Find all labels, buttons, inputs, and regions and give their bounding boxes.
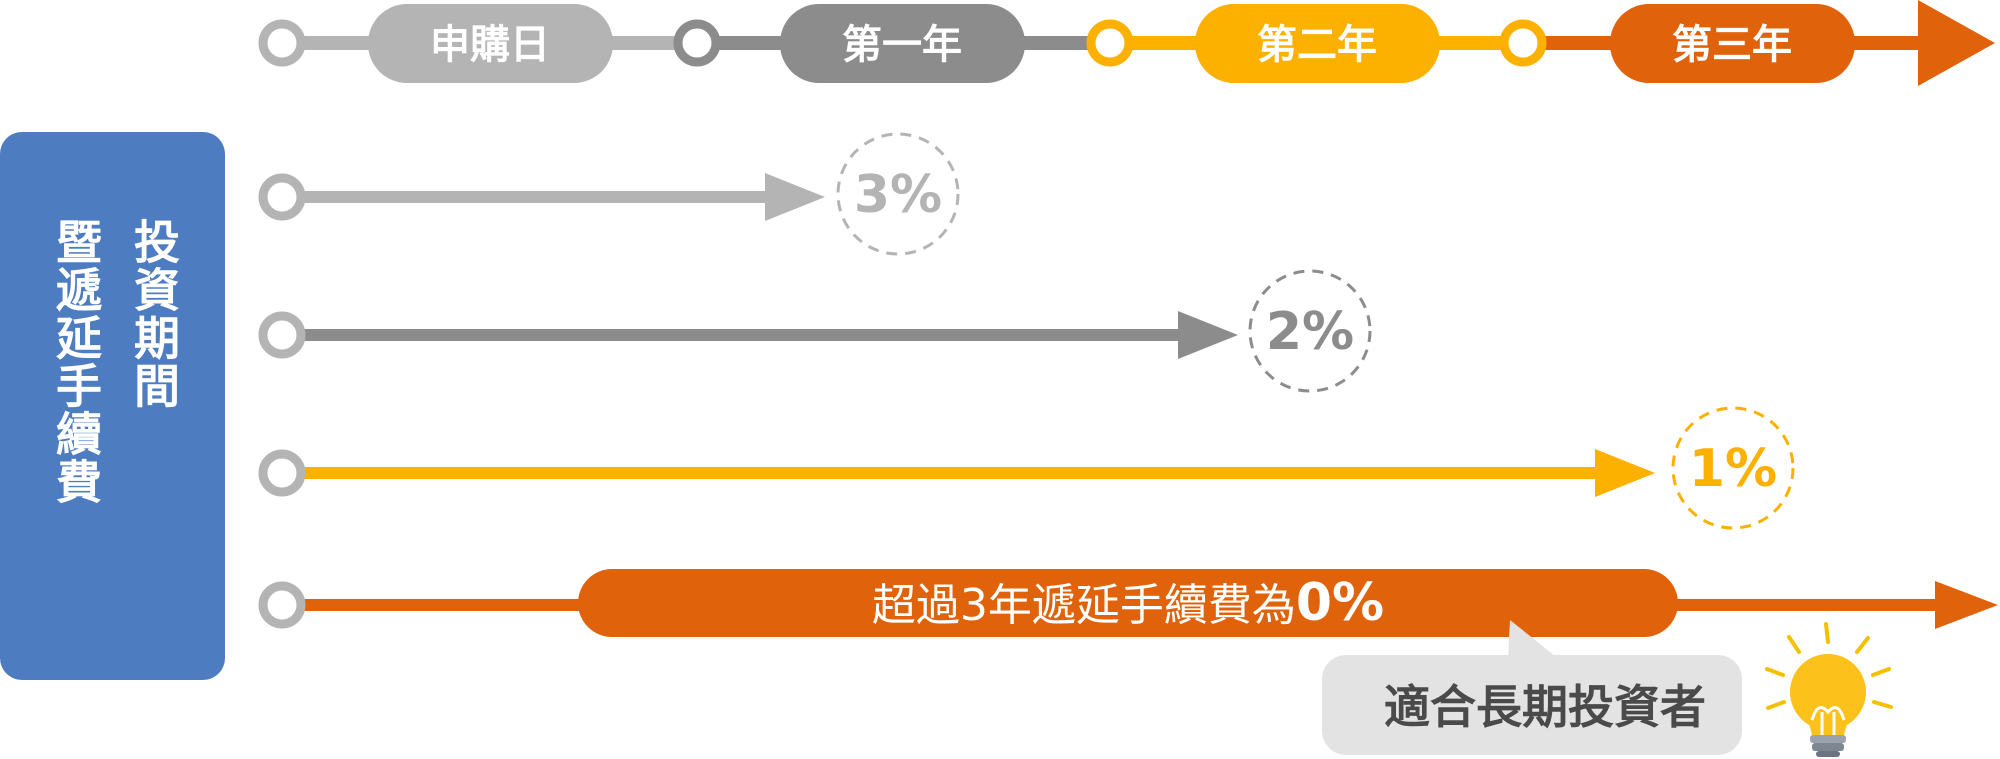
final-banner-prefix: 超過3年遞延手續費為 [872,580,1296,631]
callout-bubble: 適合長期投資者 [1322,620,1742,755]
stage-label-1: 第一年 [842,22,962,68]
timeline-node-3 [1499,19,1547,67]
timeline: 申購日 第一年 第二年 第三年 [258,0,1995,86]
callout-text: 適合長期投資者 [1384,680,1706,734]
fee-circle-3 [1671,406,1795,530]
side-panel: 投資期間 暨遞延手續費 [0,132,225,680]
side-label-line2: 暨遞延手續費 [49,218,103,506]
stage-label-0: 申購日 [430,22,550,68]
final-banner-text: 超過3年遞延手續費為0% [872,573,1384,633]
fee-arrowhead-4 [1935,581,1998,629]
stage-pill-1 [780,4,1025,83]
fee-value-2: 2% [1266,302,1354,362]
fee-value-1: 3% [854,165,942,225]
stage-label-2: 第二年 [1257,22,1377,68]
fee-value-3: 1% [1689,439,1777,499]
stage-pill-3 [1610,4,1855,83]
fee-arrowhead-3 [1595,449,1655,497]
fee-start-node-2 [258,311,306,359]
fee-row-2: 2% [258,269,1372,393]
stage-pill-0 [368,4,613,83]
fee-start-node-3 [258,449,306,497]
fee-row-3: 1% [258,406,1795,530]
callout-pointer [1508,620,1560,660]
fee-circle-1 [836,132,960,256]
stage-label-3: 第三年 [1672,22,1792,68]
final-banner [578,569,1678,637]
callout-box [1322,655,1742,755]
timeline-node-0 [258,19,306,67]
side-label-line1: 投資期間 [127,218,181,410]
fee-start-node-1 [258,173,306,221]
lightbulb-icon [1765,622,1893,757]
fee-row-4: 超過3年遞延手續費為0% [258,569,1998,637]
final-banner-value: 0% [1296,573,1384,633]
timeline-arrowhead [1918,0,1995,86]
fee-start-node-4 [258,581,306,629]
fee-arrowhead-1 [765,173,825,221]
fee-circle-2 [1248,269,1372,393]
timeline-node-1 [673,19,721,67]
fee-arrowhead-2 [1178,311,1238,359]
stage-pill-2 [1195,4,1440,83]
timeline-node-2 [1086,19,1134,67]
fee-row-1: 3% [258,132,960,256]
